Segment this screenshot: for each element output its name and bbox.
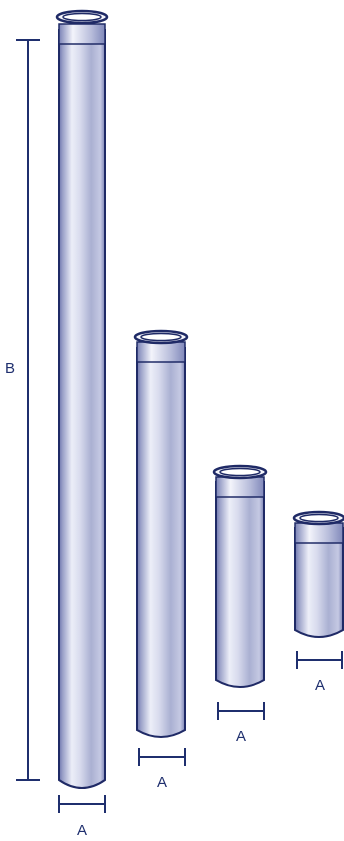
pipe-4-opening (299, 513, 339, 523)
dimension-a-4-label: A (315, 677, 325, 694)
pipe-4-collar (294, 522, 344, 544)
pipe-2 (133, 329, 189, 738)
pipe-1-body (58, 29, 106, 789)
diameter-dimension-pipe-4: A (296, 651, 343, 694)
dimension-a-3-label: A (236, 728, 246, 745)
pipe-3 (212, 464, 268, 688)
pipe-3-opening (219, 467, 261, 477)
pipe-2-opening (140, 332, 182, 342)
pipe-1-collar (58, 23, 106, 45)
pipe-2-collar (136, 341, 186, 363)
pipe-1-opening (62, 12, 102, 22)
length-dimension-b: B (5, 39, 40, 781)
pipe-4 (292, 510, 344, 638)
dimension-a-2-label: A (157, 774, 167, 791)
dimension-b-label: B (5, 360, 15, 377)
diameter-dimension-pipe-2: A (138, 748, 186, 791)
pipe-4-body (294, 527, 344, 638)
diameter-dimension-pipe-3: A (217, 702, 265, 745)
pipe-3-collar (215, 476, 265, 498)
pipe-3-body (215, 481, 265, 688)
pipe-1 (55, 9, 109, 789)
dimension-a-1-label: A (77, 822, 87, 839)
diameter-dimension-pipe-1: A (58, 795, 106, 839)
pipe-2-body (136, 347, 186, 738)
